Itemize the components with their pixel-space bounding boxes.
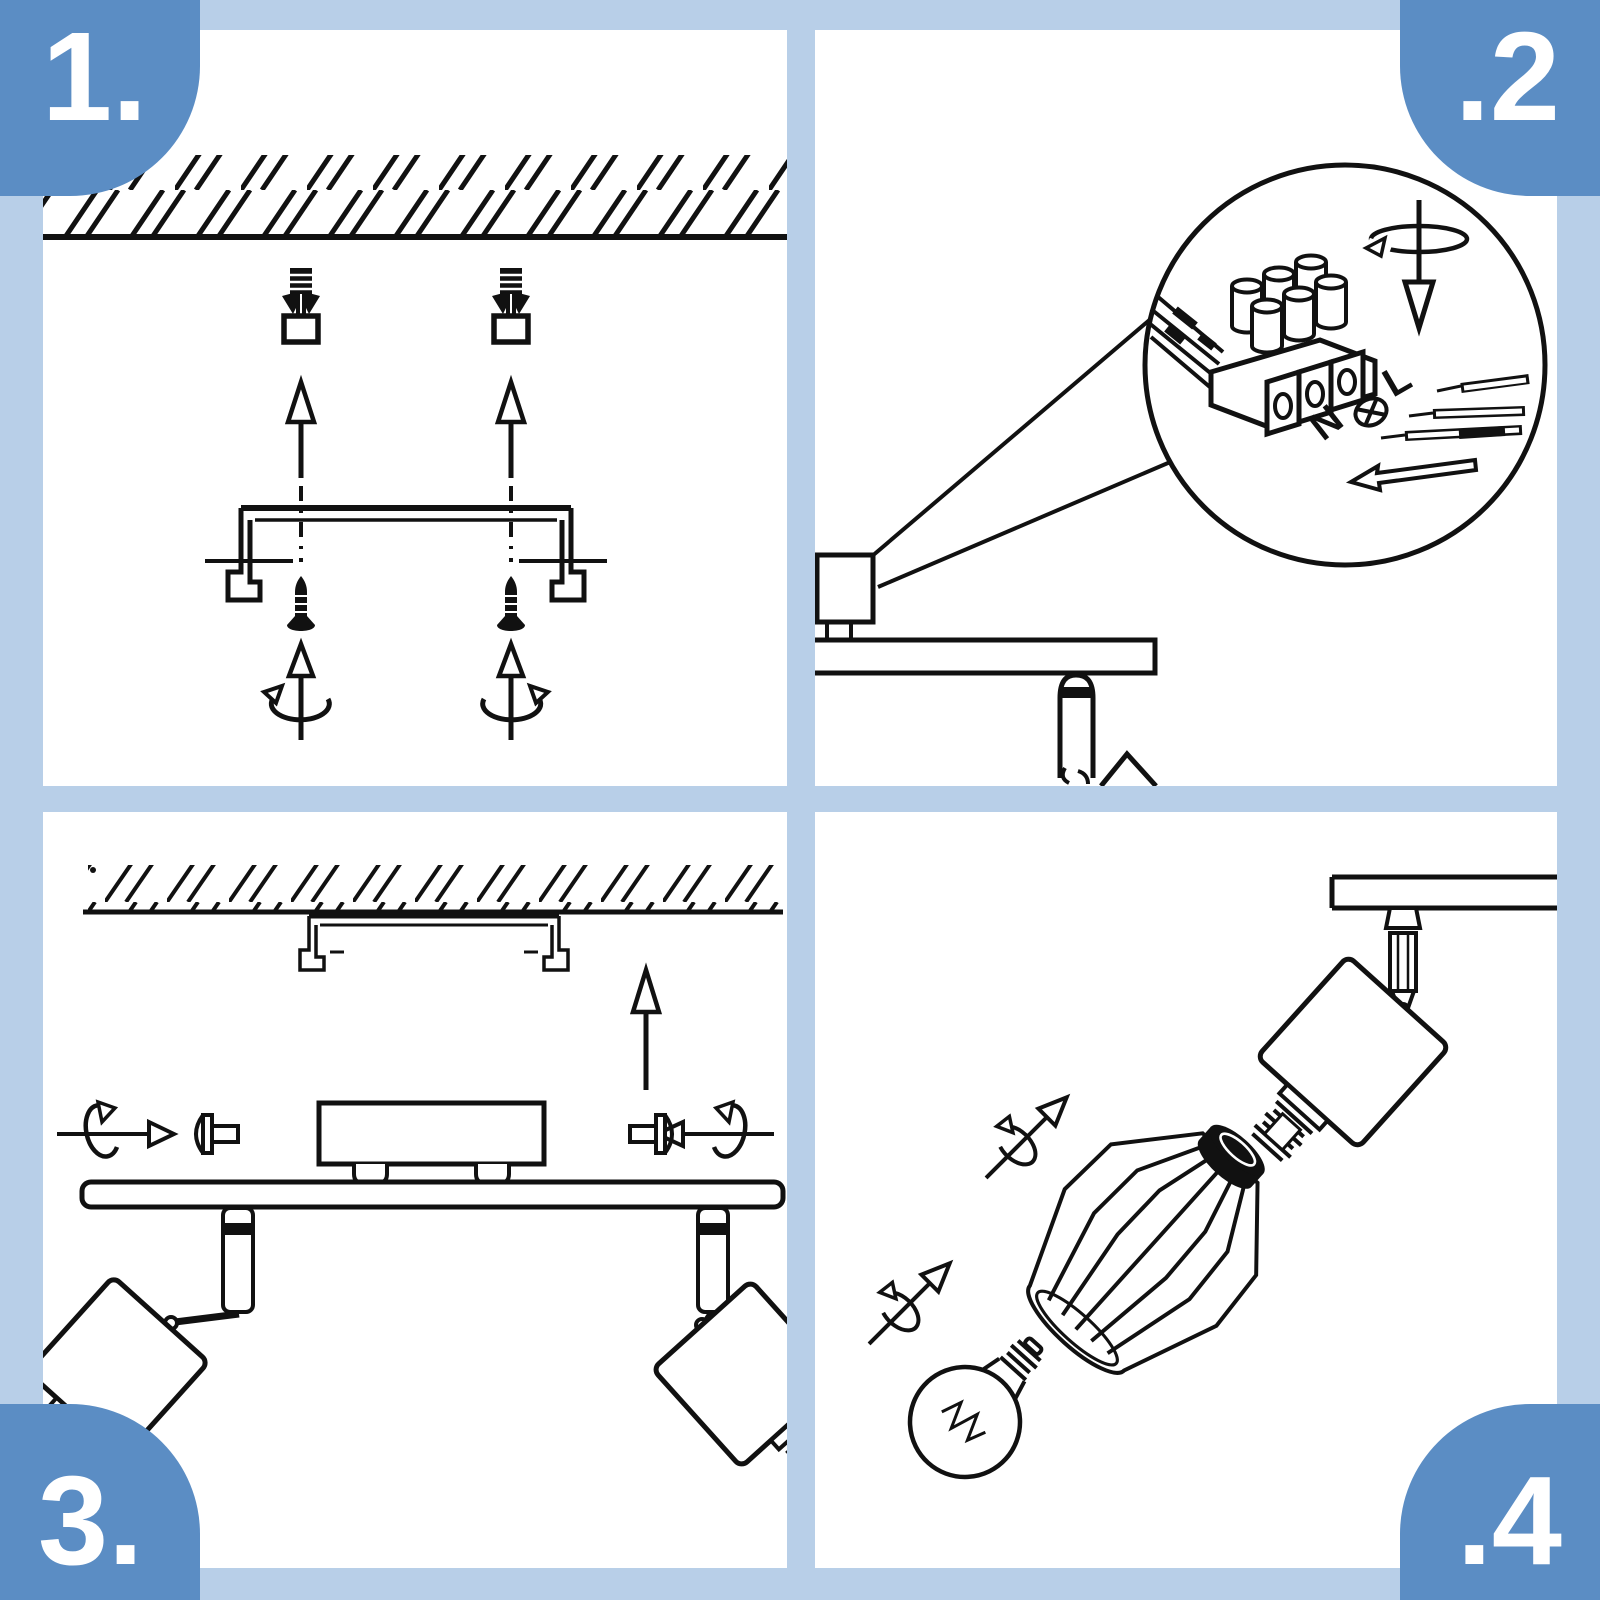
wire-icon	[1380, 374, 1530, 441]
mains-cable	[1147, 294, 1225, 390]
terminal-block	[1208, 253, 1378, 438]
step-3-panel	[43, 812, 787, 1568]
step-1-panel	[43, 30, 787, 786]
insert-arrow-icon	[1345, 457, 1479, 493]
screw-icon	[287, 576, 525, 631]
phillips-screw-icon	[1353, 396, 1389, 428]
rotate-arrow-icon	[264, 686, 548, 720]
ceiling-hatch	[83, 865, 783, 915]
step-1-drawing	[43, 155, 787, 786]
side-screw-right-group	[630, 1102, 774, 1156]
side-screw-left-group	[57, 1102, 238, 1156]
fixture-bar	[1329, 874, 1557, 911]
light-bulb-icon	[907, 1336, 1044, 1480]
spotlight-right	[653, 1206, 787, 1467]
up-arrow-icon	[629, 962, 663, 1090]
step-3-drawing	[43, 865, 787, 1470]
connector-box	[316, 1100, 547, 1185]
up-arrow-icon	[288, 382, 524, 562]
step-badge-2: .2	[1400, 0, 1600, 196]
mounting-bracket	[298, 913, 570, 972]
magnifier-callout-lines	[869, 315, 1176, 589]
step-number: .2	[1454, 6, 1560, 147]
mounting-bracket	[205, 505, 607, 603]
screw-down-rotation-icon	[1362, 200, 1470, 337]
step-4-panel	[815, 812, 1557, 1568]
cage-shade	[1026, 1124, 1265, 1375]
spotlight-stem	[1057, 672, 1158, 786]
spotlight-stem	[1383, 906, 1423, 1016]
step-number: 1.	[42, 6, 148, 147]
step-number: 3.	[38, 1450, 144, 1591]
wall-plug-icon	[282, 268, 530, 342]
fixture-bar	[815, 637, 1158, 676]
screw-up-arrow-icon	[289, 644, 523, 740]
step-2-panel: N L	[815, 30, 1557, 786]
step-number: .4	[1456, 1450, 1562, 1591]
socket-clamp	[1262, 1111, 1303, 1152]
spotlight-head	[1251, 956, 1449, 1162]
step-2-drawing: N L	[815, 162, 1548, 786]
step-badge-4: .4	[1400, 1404, 1600, 1600]
filament	[941, 1399, 986, 1444]
step-4-drawing	[815, 874, 1557, 1480]
ceiling-hatch	[43, 155, 787, 240]
fixture-bar	[79, 1179, 786, 1210]
junction-box	[815, 552, 876, 638]
